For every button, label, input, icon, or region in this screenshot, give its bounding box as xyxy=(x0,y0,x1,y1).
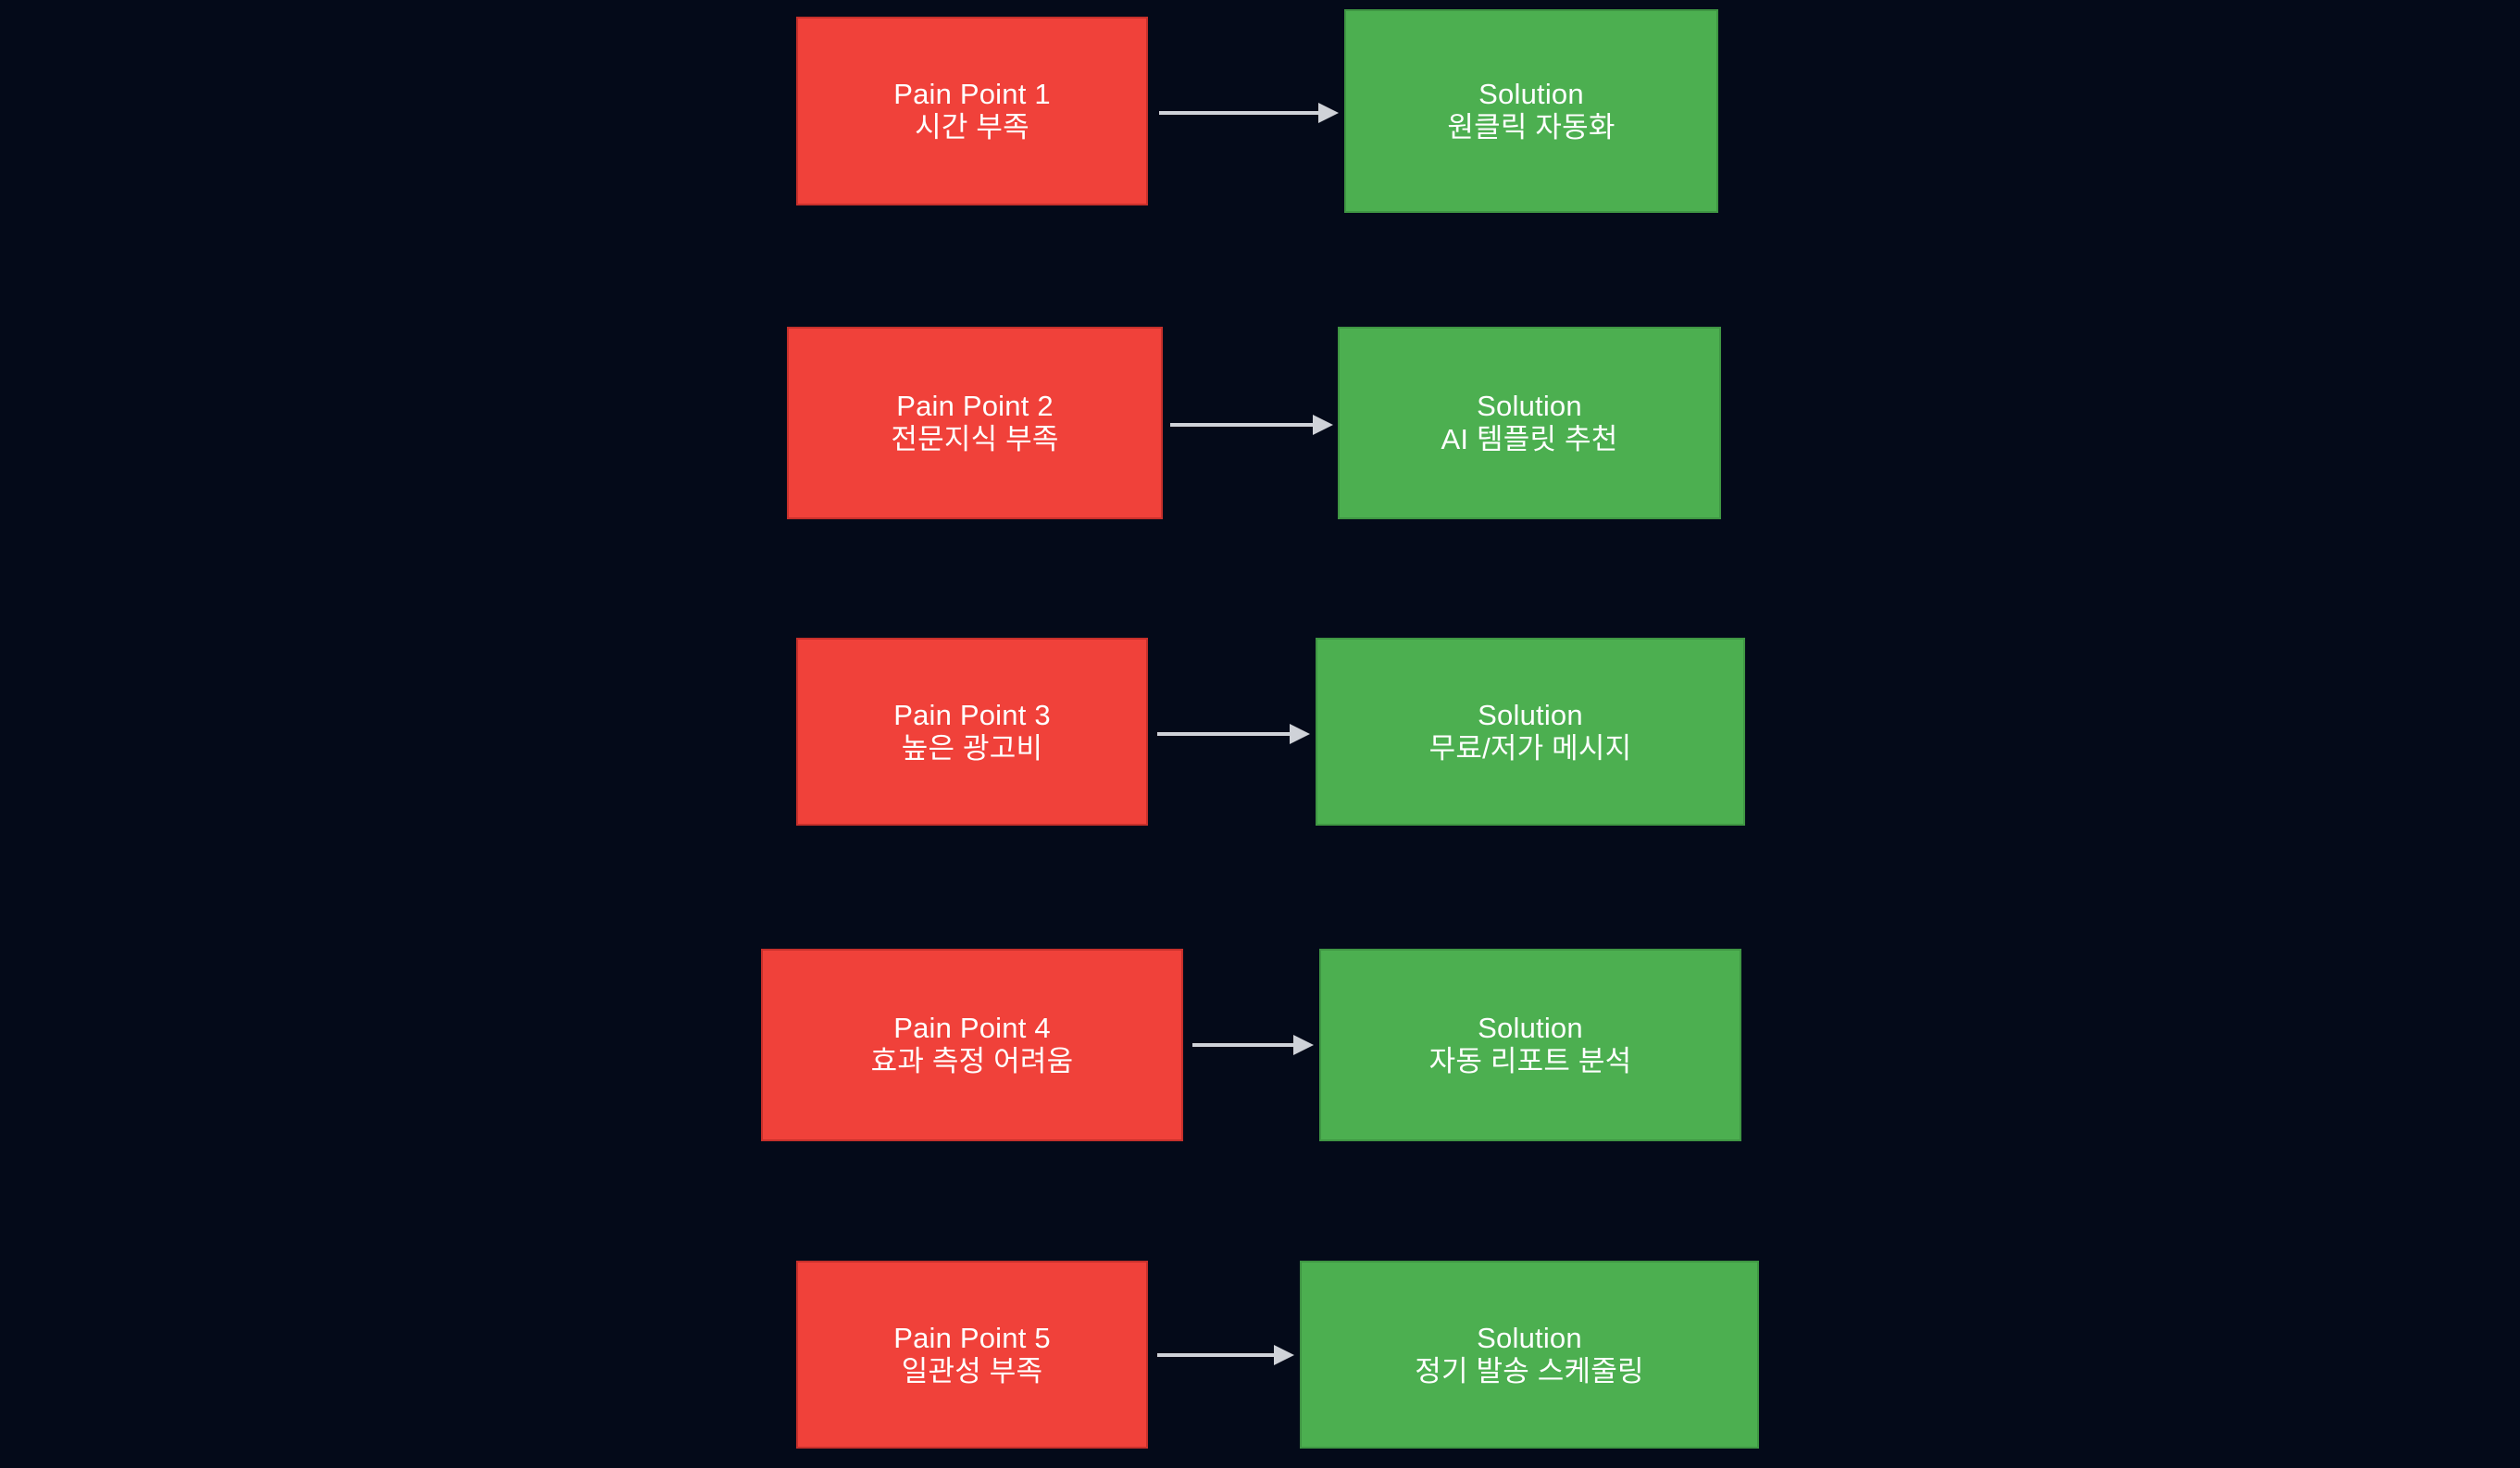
arrow-head-icon xyxy=(1290,724,1310,744)
pain-point-detail: 전문지식 부족 xyxy=(891,423,1059,455)
arrow-head-icon xyxy=(1274,1345,1294,1365)
arrow-shaft xyxy=(1192,1043,1295,1047)
solution-title: Solution xyxy=(1477,390,1582,422)
pain-point-detail: 효과 측정 어려움 xyxy=(870,1045,1074,1077)
arrow-shaft xyxy=(1157,732,1291,736)
solution-detail: 정기 발송 스케줄링 xyxy=(1415,1354,1644,1387)
arrow-head-icon xyxy=(1313,415,1333,435)
arrow-head-icon xyxy=(1318,103,1339,123)
arrow-shaft xyxy=(1170,423,1315,427)
pain-point-title: Pain Point 3 xyxy=(893,698,1051,731)
solution-title: Solution xyxy=(1478,78,1584,110)
arrow-shaft xyxy=(1159,111,1320,115)
pain-point-title: Pain Point 5 xyxy=(893,1321,1051,1354)
pain-point-title: Pain Point 2 xyxy=(896,390,1054,422)
pain-point-detail: 시간 부족 xyxy=(915,111,1029,143)
solution-title: Solution xyxy=(1477,1321,1582,1354)
pain-point-title: Pain Point 4 xyxy=(893,1012,1051,1044)
pain-point-detail: 일관성 부족 xyxy=(901,1354,1043,1387)
arrow-head-icon xyxy=(1293,1035,1314,1055)
solution-title: Solution xyxy=(1478,1012,1583,1044)
arrow-shaft xyxy=(1157,1353,1276,1357)
pain-point-title: Pain Point 1 xyxy=(893,78,1051,110)
solution-detail: 자동 리포트 분석 xyxy=(1428,1045,1632,1077)
solution-detail: 원클릭 자동화 xyxy=(1447,111,1616,143)
pain-point-detail: 높은 광고비 xyxy=(901,731,1043,765)
solution-detail: 무료/저가 메시지 xyxy=(1428,731,1632,765)
solution-title: Solution xyxy=(1478,698,1583,731)
solution-detail: AI 템플릿 추천 xyxy=(1441,423,1618,455)
